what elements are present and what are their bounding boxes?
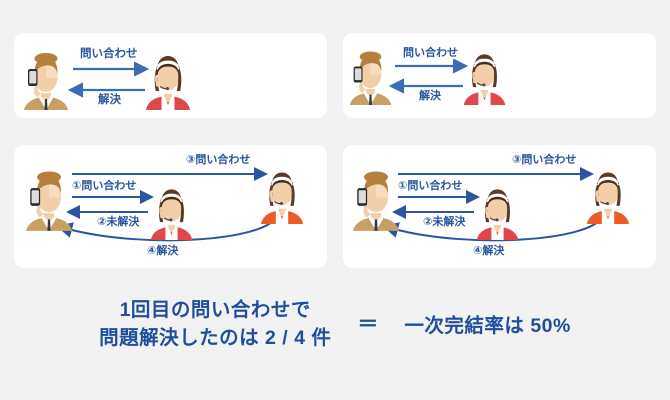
female-operator-red-icon [475, 179, 520, 240]
summary-left-line1: 1回目の問い合わせで [119, 299, 311, 321]
flow-label-step-2: ②未解決 [423, 216, 466, 228]
flow-label-resolved: 解決 [419, 90, 441, 102]
flow-label-step-1: ①問い合わせ [398, 180, 463, 192]
summary-row: 1回目の問い合わせで 問題解決したのは 2 / 4 件 ＝ 一次完結率は 50% [0, 296, 670, 353]
equals-sign: ＝ [357, 313, 379, 337]
female-operator-red-icon [149, 179, 194, 240]
flow-label-step-2: ②未解決 [97, 216, 140, 228]
flow-arrows-bottom-right [382, 167, 603, 242]
female-operator-red-icon [462, 44, 507, 105]
businessman-with-phone-icon [348, 44, 393, 105]
flow-label-step-1: ①問い合わせ [72, 180, 137, 192]
businessman-with-phone-icon [24, 163, 74, 231]
flow-arrows-bottom-left [56, 167, 277, 242]
flow-label-resolved: 解決 [98, 94, 121, 106]
summary-right-text: 一次完結率は 50% [404, 315, 571, 338]
summary-left-text: 1回目の問い合わせで 問題解決したのは 2 / 4 件 [99, 296, 331, 353]
flow-label-step-4: ④解決 [147, 245, 179, 257]
flow-label-step-3: ③問い合わせ [512, 154, 577, 166]
flow-label-inquiry: 問い合わせ [403, 47, 458, 59]
panel-escalated-case-2: ③問い合わせ ①問い合わせ ②未解決 ④解決 [343, 145, 656, 268]
summary-left-line2: 問題解決したのは 2 / 4 件 [99, 327, 332, 350]
panel-escalated-case-1: ③問い合わせ ①問い合わせ ②未解決 ④解決 [14, 145, 327, 268]
flow-label-inquiry: 問い合わせ [80, 48, 138, 60]
female-operator-orange-icon [259, 162, 305, 224]
businessman-with-phone-icon [351, 163, 401, 231]
panel-first-contact-resolved-case-2: 問い合わせ 解決 [343, 33, 656, 118]
businessman-with-phone-icon [22, 45, 70, 110]
flow-arrows-top-right [388, 58, 469, 94]
panel-first-contact-resolved-case-1: 問い合わせ 解決 [14, 33, 327, 118]
flow-label-step-3: ③問い合わせ [186, 154, 251, 166]
female-operator-orange-icon [585, 162, 631, 224]
flow-arrows-top-left [67, 61, 150, 98]
flow-label-step-4: ④解決 [473, 245, 505, 257]
female-operator-red-icon [144, 45, 192, 110]
